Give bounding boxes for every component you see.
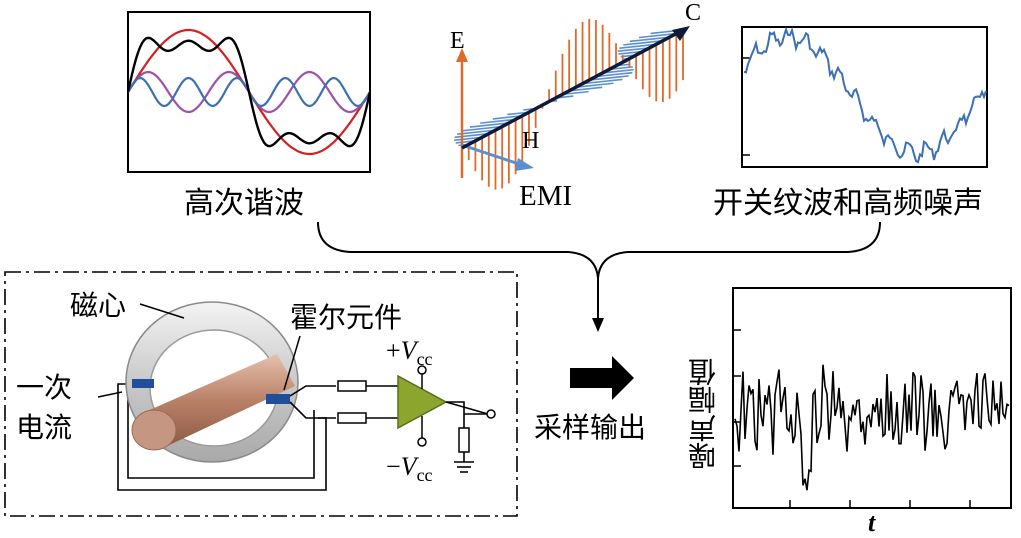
ripple-frame — [741, 26, 988, 168]
noise-frame — [732, 287, 1012, 509]
emi-caption: EMI — [519, 180, 573, 212]
ripple-noise-wave — [743, 26, 987, 164]
noise-xlabel: t — [868, 508, 876, 537]
hall-element-label: 霍尔元件 — [290, 301, 403, 334]
sampling-output-label: 采样输出 — [534, 411, 647, 444]
h-field-vector — [595, 71, 633, 78]
h-field-vector — [469, 122, 509, 128]
h-field-vector — [454, 136, 483, 141]
hall-chip-right — [266, 394, 290, 404]
h-field-vector — [629, 36, 670, 43]
current-leader-line — [97, 391, 123, 398]
core-label: 磁心 — [70, 289, 127, 322]
primary-current-label-1: 一次 — [16, 371, 73, 404]
h-field-vector — [589, 75, 629, 81]
h-axis-label: H — [522, 128, 540, 154]
c-axis-arrowhead — [672, 26, 690, 41]
e-axis-arrowhead — [456, 48, 468, 62]
h-field-vector — [617, 47, 650, 53]
h-field-vector — [480, 118, 516, 124]
harmonics-panel — [126, 11, 372, 173]
h-field-vector — [457, 129, 496, 135]
harmonics-caption: 高次谐波 — [184, 186, 304, 221]
vcc-negative-label: −Vcc — [386, 452, 433, 486]
hall-sensor-drawing — [97, 301, 496, 491]
h-field-vector — [619, 43, 657, 49]
hall-chip-left — [132, 379, 154, 388]
emi-panel — [454, 18, 690, 190]
harmonic-sum-wave — [126, 36, 372, 148]
h-field-vector — [462, 125, 503, 132]
ripple-panel — [741, 26, 988, 168]
resistor-1 — [337, 380, 367, 392]
primary-conductor — [131, 354, 295, 451]
brace-arrowhead — [592, 318, 604, 332]
h-field-vector — [582, 78, 623, 85]
h-field-vector — [602, 68, 634, 74]
core-leader-line — [139, 303, 185, 319]
sampling-arrow — [570, 356, 634, 400]
noise-ylabel: 噪声幅值 — [687, 358, 720, 470]
h-field-vector — [575, 82, 614, 89]
h-field-vector — [623, 39, 663, 46]
c-axis-label: C — [685, 0, 702, 26]
e-field-vectors — [461, 18, 684, 190]
hall-leader-line — [283, 335, 301, 391]
output-terminal — [486, 409, 496, 419]
resistor-2 — [337, 412, 367, 424]
h-field-vector — [569, 86, 603, 92]
h-field-vector — [492, 115, 523, 120]
ripple-caption: 开关纹波和高频噪声 — [713, 186, 983, 221]
noise-panel — [732, 287, 1012, 509]
load-resistor — [458, 427, 470, 453]
vcc-positive-label: +Vcc — [386, 336, 433, 370]
primary-current-label-2: 电流 — [16, 411, 73, 444]
h-field-vector — [454, 132, 489, 139]
e-axis-label: E — [450, 28, 465, 54]
brace-connector — [317, 221, 881, 279]
c-axis-arrow — [461, 28, 684, 150]
sensor-box — [4, 271, 518, 517]
h-field-vectors — [454, 29, 684, 147]
h-field-vector — [638, 32, 677, 39]
noise-amplitude-trace — [734, 364, 1010, 491]
h-axis-arrowhead — [515, 158, 534, 171]
h-axis-arrow — [461, 143, 523, 167]
